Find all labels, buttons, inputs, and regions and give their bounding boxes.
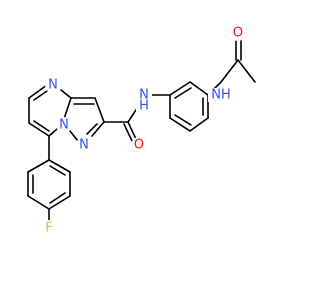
- bond-carbonyl-o: [127, 121, 137, 140]
- atom-labels: O NH N H O N N N F: [41, 25, 246, 236]
- bond-acetyl-nh: [220, 59, 239, 83]
- bond-fp-1: [48, 159, 71, 173]
- amide-n-right-label: N: [139, 88, 149, 103]
- molecule-diagram: O NH N H O N N N F: [27, 25, 256, 236]
- bond-fp-inner-2: [49, 192, 66, 204]
- bond-pm-5: [48, 128, 58, 137]
- bond-fp-4: [27, 195, 50, 210]
- bond-pm-2: [28, 84, 48, 99]
- atom-carbonyl-o-right: O: [131, 137, 147, 153]
- bond-pz-1: [94, 97, 105, 123]
- atom-ring-n-bridge: N: [56, 117, 72, 133]
- bond-ring-inner-2: [174, 114, 192, 126]
- atom-ring-n-top: N: [45, 77, 61, 93]
- bond-ring-e: [189, 117, 209, 132]
- bond-ring-a: [189, 81, 209, 96]
- atom-amide-nh-left: NH: [208, 88, 234, 103]
- bond-ring-inner-1: [174, 87, 192, 99]
- bond-fp-inner-1: [49, 165, 66, 176]
- bond-methyl: [237, 59, 256, 83]
- bond-pm-4: [28, 122, 50, 137]
- ring-n-top-label: N: [48, 78, 58, 93]
- fluorine-label: F: [45, 221, 52, 236]
- structure-drawing: O NH N H O N N N F: [27, 25, 256, 236]
- atom-fluorine: F: [41, 220, 57, 236]
- bond-pz-4-double: [86, 123, 98, 135]
- bond-ring-d: [169, 117, 191, 132]
- bond-pz-4: [91, 121, 105, 137]
- amide-nh-left-label: NH: [211, 88, 231, 103]
- ring-n-pyrazole-label: N: [79, 138, 89, 153]
- bond-pz-5: [69, 130, 79, 142]
- atom-amide-nh-right: N H: [136, 88, 152, 114]
- bond-fp-6: [27, 159, 50, 173]
- atom-ring-n-pyrazole: N: [76, 137, 92, 153]
- bond-fp-3: [48, 195, 71, 210]
- bond-pm-4-double: [33, 120, 50, 132]
- bond-ring-b: [169, 81, 191, 96]
- amide-h-right-label: H: [139, 99, 149, 114]
- ring-n-bridge-label: N: [59, 118, 69, 133]
- atom-carbonyl-o-left: O: [230, 25, 246, 41]
- carbonyl-o-left-label: O: [233, 26, 243, 41]
- bond-carbonyl-o-double: [123, 123, 133, 142]
- bond-pm-2-double: [33, 90, 48, 101]
- carbonyl-o-right-label: O: [134, 138, 144, 153]
- bond-pm-1: [60, 89, 72, 99]
